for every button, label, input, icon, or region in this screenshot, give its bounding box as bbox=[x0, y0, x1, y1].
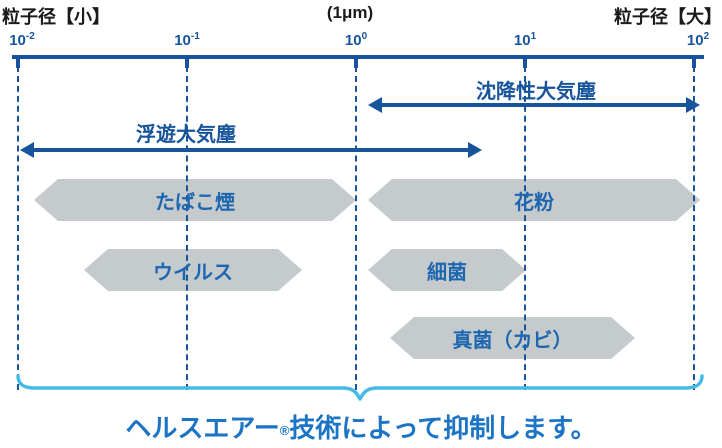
settling-dust-arrow bbox=[368, 97, 700, 113]
axis-tick-label-1e-2: 10-2 bbox=[9, 31, 35, 49]
band-bacteria: 細菌 bbox=[368, 249, 526, 291]
band-pollen: 花粉 bbox=[368, 179, 700, 221]
tick-base: 10 bbox=[686, 32, 704, 49]
tick-exponent: 1 bbox=[530, 31, 537, 42]
tick-exponent: -1 bbox=[190, 31, 200, 42]
suspended-dust-label: 浮遊大気塵 bbox=[136, 124, 236, 146]
axis-tick-mark bbox=[523, 55, 527, 68]
tick-base: 10 bbox=[9, 32, 26, 49]
axis-tick-mark bbox=[354, 55, 358, 68]
band-label-wrap: 真菌（カビ） bbox=[390, 317, 635, 359]
tick-exponent: 0 bbox=[361, 31, 368, 42]
band-shape bbox=[34, 179, 356, 221]
band-label-virus: ウイルス bbox=[153, 261, 233, 284]
axis-tick-label-1e1: 101 bbox=[514, 31, 536, 49]
arrow-head-left-icon bbox=[20, 142, 34, 158]
footer-brand: ヘルスエアー bbox=[125, 413, 280, 443]
axis-tick-label-1e2: 102 bbox=[687, 31, 709, 49]
axis-tick-mark bbox=[692, 55, 696, 68]
axis-tick-label-1e0: 100 bbox=[345, 31, 367, 49]
settling-dust-label: 沈降性大気塵 bbox=[476, 81, 596, 103]
band-shape bbox=[390, 317, 635, 359]
tick-base: 10 bbox=[174, 32, 191, 49]
arrow-head-left-icon bbox=[368, 97, 382, 113]
axis-tick-mark bbox=[16, 55, 20, 68]
footer-caption: ヘルスエアー®技術によって抑制します。 bbox=[0, 408, 722, 445]
tick-base: 10 bbox=[513, 32, 531, 49]
band-shape bbox=[368, 179, 700, 221]
band-fungi-mold: 真菌（カビ） bbox=[390, 317, 635, 359]
footer-rest: 技術によって抑制します。 bbox=[289, 413, 597, 443]
arrow-head-right-icon bbox=[468, 142, 482, 158]
band-shape bbox=[84, 249, 302, 291]
band-virus: ウイルス bbox=[84, 249, 302, 291]
axis-line bbox=[12, 55, 704, 59]
gridline-1e0 bbox=[355, 66, 357, 390]
registered-trademark-icon: ® bbox=[279, 423, 290, 438]
tick-exponent: 2 bbox=[703, 31, 710, 42]
particle-size-small-label: 粒子径【小】 bbox=[2, 7, 110, 27]
particle-size-large-label: 粒子径【大】 bbox=[614, 7, 722, 27]
band-tobacco-smoke: たばこ煙 bbox=[34, 179, 356, 221]
tick-base: 10 bbox=[344, 32, 362, 49]
band-label-bacteria: 細菌 bbox=[427, 261, 467, 284]
band-label-wrap: ウイルス bbox=[84, 249, 302, 291]
gridline-1e1 bbox=[524, 66, 526, 390]
gridline-1e-1 bbox=[186, 66, 188, 390]
band-label-wrap: 細菌 bbox=[368, 249, 526, 291]
axis-tick-label-1e-1: 10-1 bbox=[174, 31, 200, 49]
arrow-head-right-icon bbox=[686, 97, 700, 113]
band-label-pollen: 花粉 bbox=[514, 191, 554, 214]
underbrace-icon bbox=[16, 374, 704, 401]
one-micron-label: (1μm) bbox=[326, 3, 374, 22]
tick-exponent: -2 bbox=[25, 31, 35, 42]
axis-tick-mark bbox=[185, 55, 189, 68]
gridline-1e2 bbox=[693, 66, 695, 390]
arrow-line bbox=[28, 148, 474, 152]
gridline-1e-2 bbox=[17, 66, 19, 390]
band-label-wrap: たばこ煙 bbox=[34, 179, 356, 221]
suspended-dust-arrow bbox=[20, 142, 482, 158]
band-label-fungi-mold: 真菌（カビ） bbox=[452, 329, 573, 352]
band-label-wrap: 花粉 bbox=[368, 179, 700, 221]
arrow-line bbox=[376, 103, 692, 107]
band-shape bbox=[368, 249, 526, 291]
band-label-tobacco-smoke: たばこ煙 bbox=[155, 191, 235, 214]
